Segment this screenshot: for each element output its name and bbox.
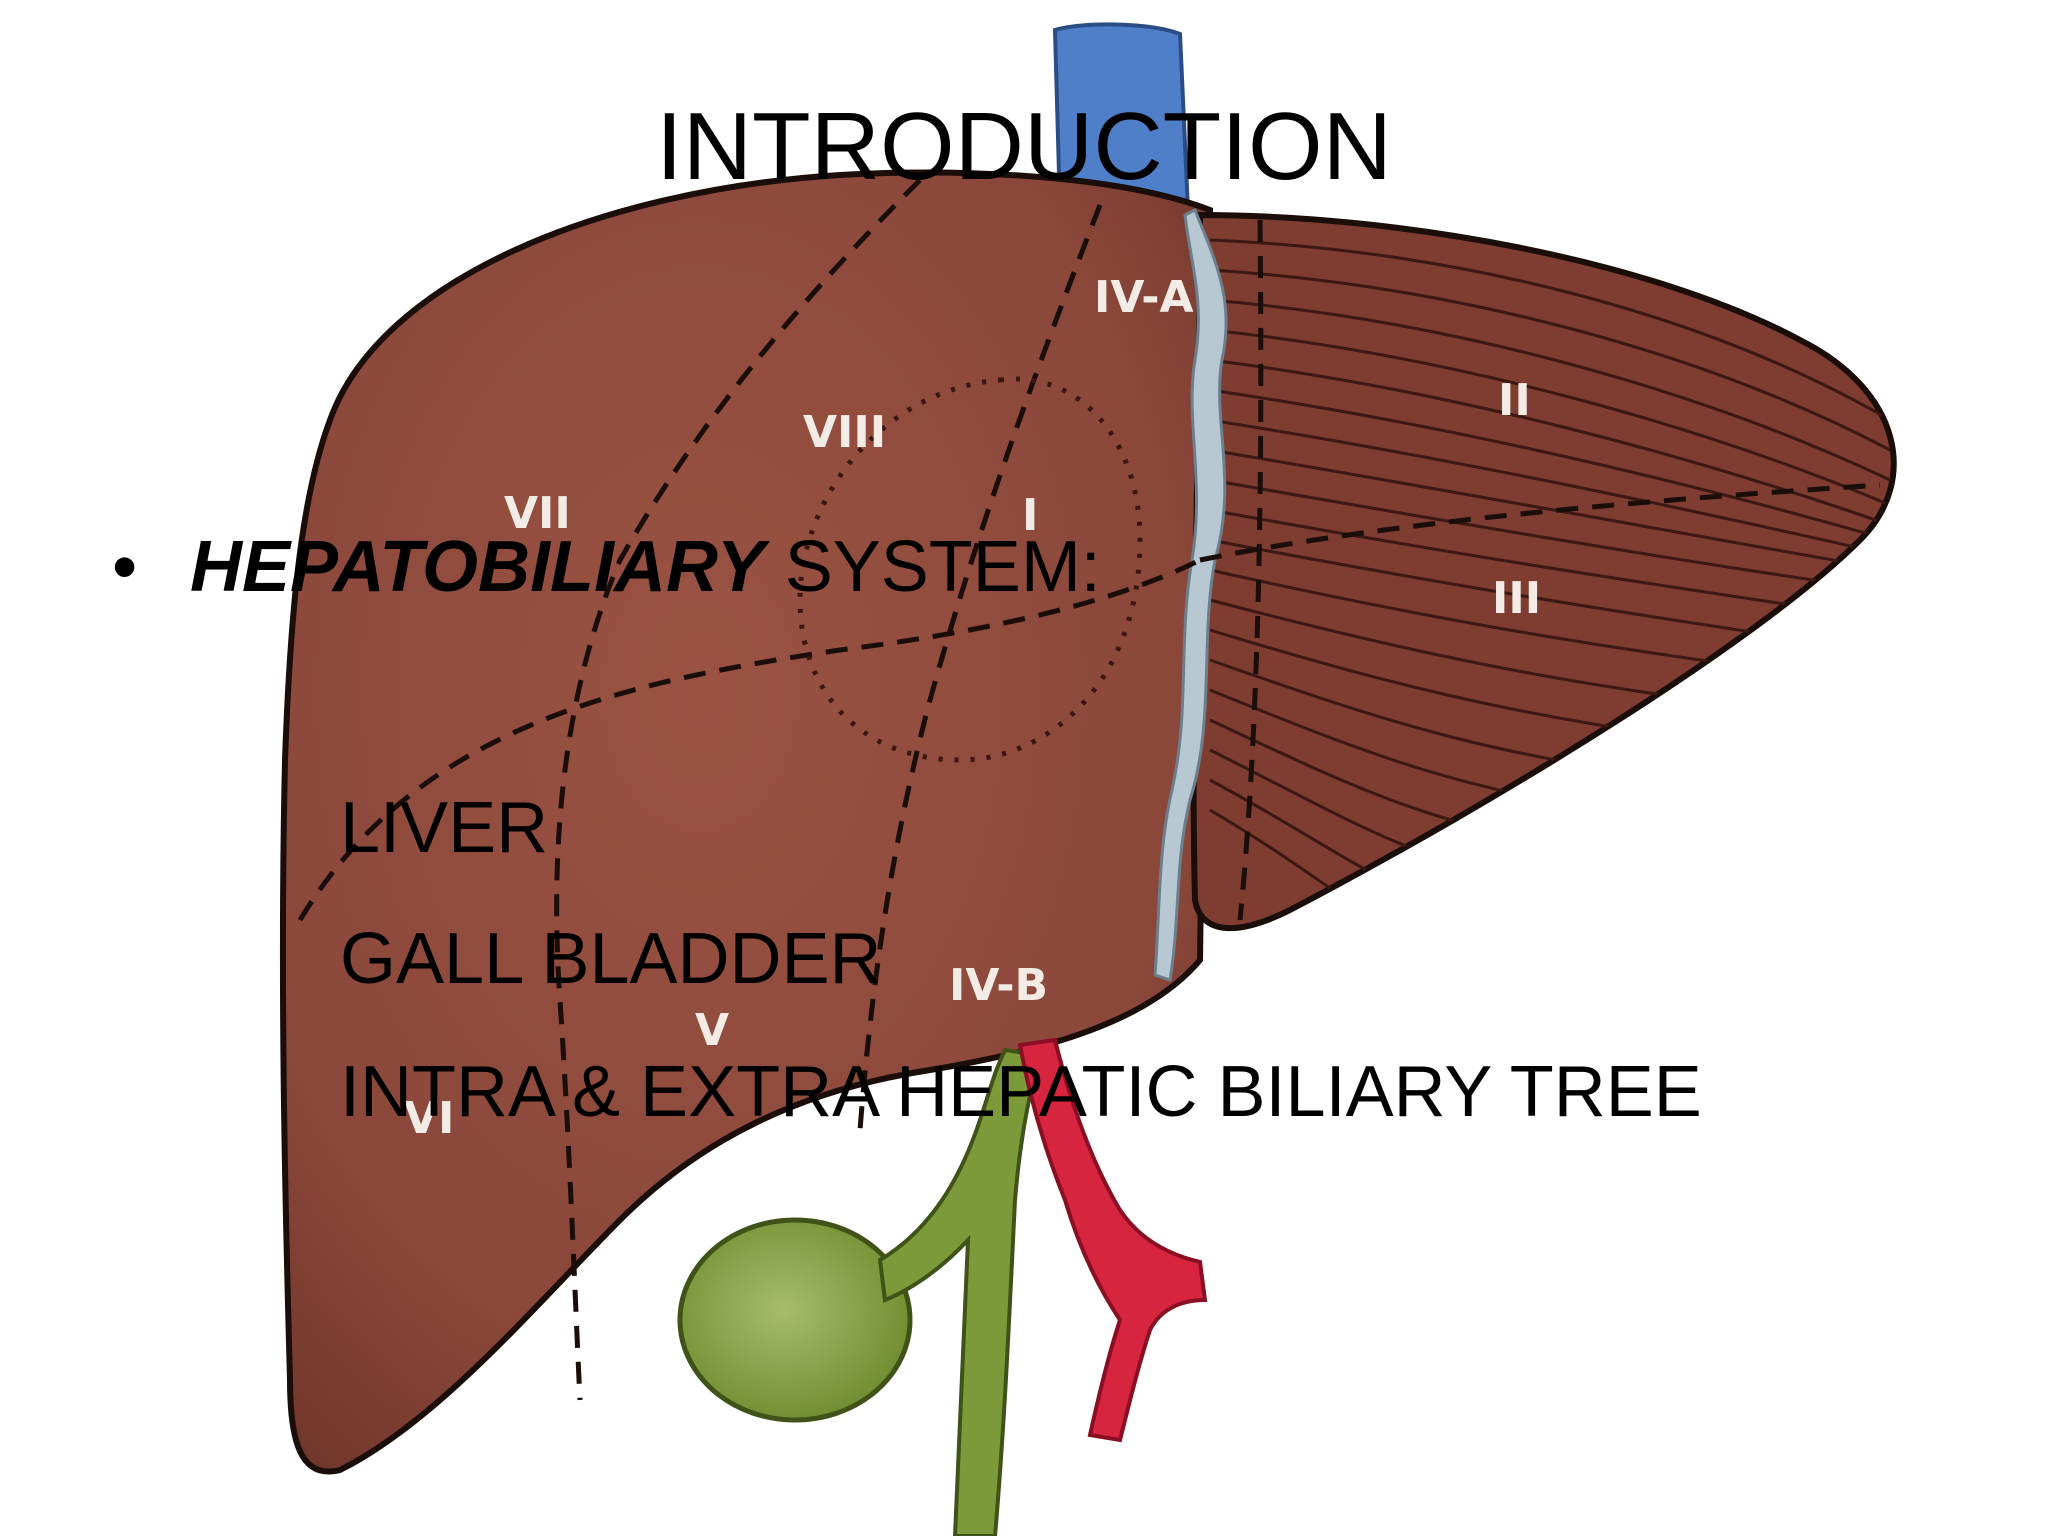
left-lobe-striations [1209, 238, 1891, 929]
segment-label-ivb: IV-B [949, 960, 1048, 1011]
segment-label-iii: III [1492, 573, 1541, 624]
falciform-ligament-shape [1153, 207, 1228, 982]
slide-title: INTRODUCTION [656, 93, 1392, 200]
liver-right-lobe-shape [279, 169, 1214, 1475]
segment-boundaries [297, 178, 1881, 1401]
sub-item-liver: LIVER [340, 788, 549, 868]
bullet-rest: SYSTEM: [764, 527, 1101, 607]
segment-label-viii: VIII [803, 407, 886, 458]
bile-duct-shape [877, 1047, 1043, 1536]
segment-label-vi: VI [404, 1093, 454, 1144]
hepatic-artery-shape [1017, 1037, 1208, 1443]
segment-label-vii: VII [504, 488, 571, 539]
vena-cava-shape [1052, 22, 1191, 212]
sub-item-biliary-tree: INTRA & EXTRA HEPATIC BILIARY TREE [340, 1052, 1702, 1132]
segment-label-v: V [695, 1005, 729, 1056]
bullet-item: • HEPATOBILIARY SYSTEM: [112, 525, 1101, 609]
segment-label-iva: IV-A [1094, 272, 1194, 323]
bullet-dot: • [112, 527, 138, 607]
segment-label-i: I [1022, 490, 1038, 541]
segment-label-ii: II [1498, 375, 1531, 426]
sub-item-gall-bladder: GALL BLADDER [340, 919, 882, 999]
gallbladder-shape [677, 1217, 913, 1423]
bullet-emphasis: HEPATOBILIARY [190, 527, 765, 607]
